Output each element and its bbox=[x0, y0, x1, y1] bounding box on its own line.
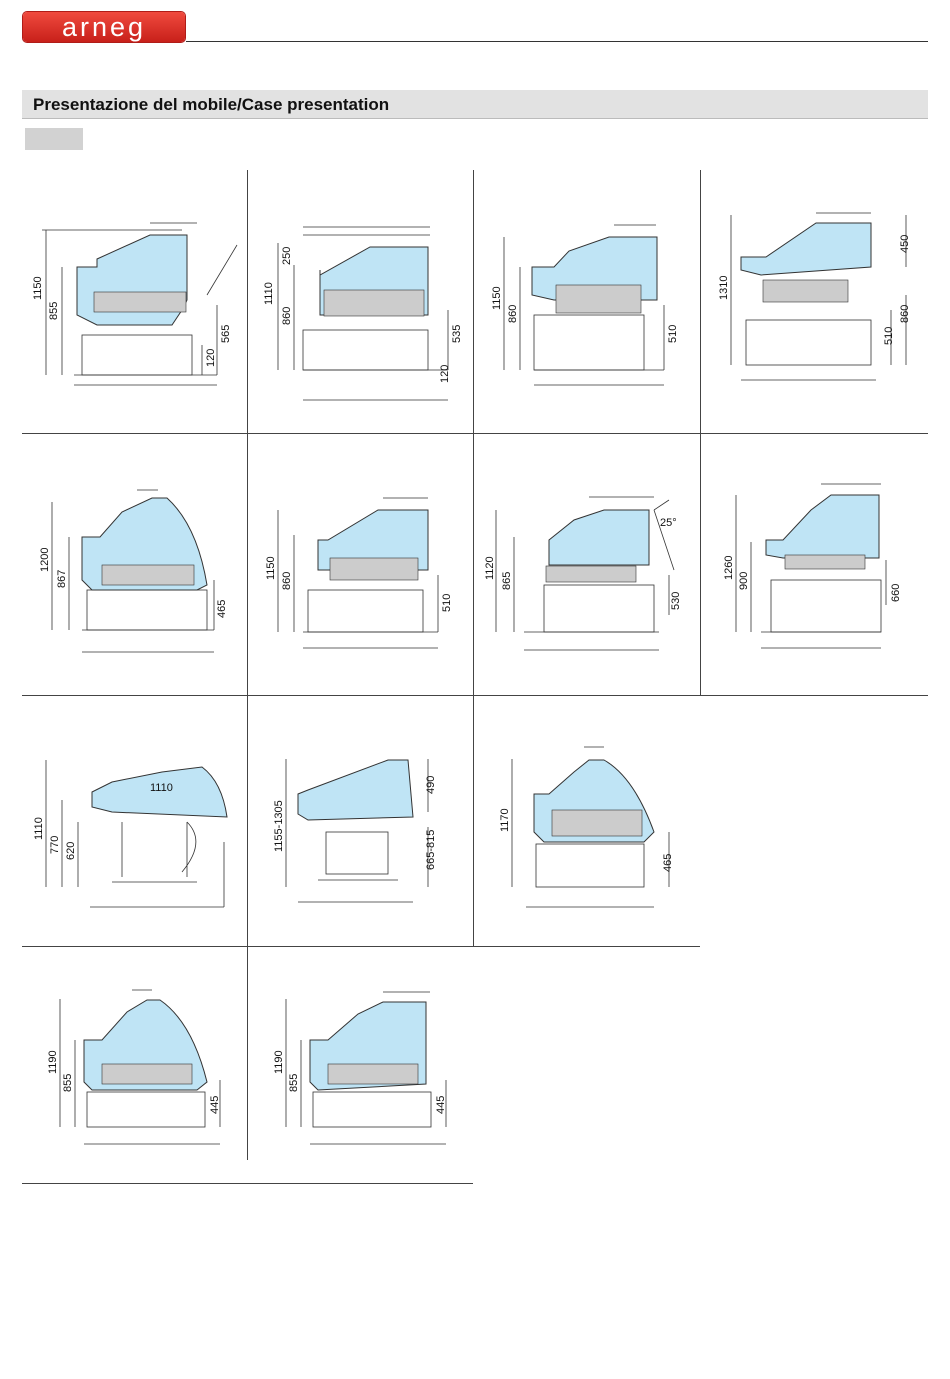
case-diagram-12: 1190 855 445 bbox=[22, 952, 247, 1182]
dim-label: 445 bbox=[435, 1096, 447, 1114]
case-diagram-10: 1155-1305 490 665-815 bbox=[248, 702, 473, 942]
section-tab bbox=[25, 128, 83, 150]
dim-label: 510 bbox=[667, 325, 679, 343]
dim-label: 1120 bbox=[484, 556, 496, 580]
dim-label: 1150 bbox=[265, 556, 277, 580]
case-diagram-11: 1170 465 bbox=[474, 702, 699, 942]
dim-label: 865 bbox=[501, 572, 513, 590]
case-diagram-4: 1310 450 510 860 bbox=[701, 175, 926, 430]
dim-label: 1155-1305 bbox=[273, 800, 285, 852]
dim-label: 855 bbox=[62, 1074, 74, 1092]
dim-label: 1110 bbox=[33, 817, 45, 840]
case-diagram-3: 1150 860 510 bbox=[474, 175, 699, 430]
arneg-logo: arneg bbox=[23, 12, 185, 42]
case-diagram-13: 1190 855 445 bbox=[248, 952, 473, 1182]
dim-label: 1260 bbox=[723, 556, 735, 580]
case-diagram-1: 1150 855 565 120 bbox=[22, 175, 247, 430]
dim-label: 25° bbox=[660, 517, 677, 529]
dim-label: 660 bbox=[890, 584, 902, 602]
dim-label: 867 bbox=[56, 570, 68, 588]
dim-label: 1190 bbox=[47, 1050, 59, 1074]
dim-label: 490 bbox=[425, 776, 437, 794]
dim-label: 860 bbox=[507, 305, 519, 323]
dim-label: 1310 bbox=[718, 276, 730, 300]
case-diagram-7: 1120 865 530 25° bbox=[474, 440, 699, 695]
dim-label: 1150 bbox=[491, 286, 503, 310]
dim-label: 445 bbox=[209, 1096, 221, 1114]
dim-label: 450 bbox=[899, 235, 911, 253]
case-diagram-9: 1110 770 620 1110 bbox=[22, 702, 247, 942]
grid-divider bbox=[22, 695, 928, 696]
logo-text: arneg bbox=[23, 12, 185, 42]
header-rule bbox=[186, 41, 928, 42]
dim-label: 465 bbox=[662, 854, 674, 872]
dim-label: 465 bbox=[216, 600, 228, 618]
dim-label: 860 bbox=[281, 307, 293, 325]
grid-divider bbox=[22, 946, 700, 947]
dim-label: 120 bbox=[439, 365, 451, 383]
case-diagram-8: 1260 900 660 bbox=[701, 440, 926, 695]
dim-label: 1150 bbox=[32, 276, 44, 300]
case-diagram-5: 1200 867 465 bbox=[22, 440, 247, 695]
grid-divider bbox=[22, 1183, 473, 1184]
dim-label: 855 bbox=[288, 1074, 300, 1092]
dim-label: 1110 bbox=[150, 782, 173, 794]
dim-label: 535 bbox=[451, 325, 463, 343]
dim-label: 620 bbox=[65, 842, 77, 860]
dim-label: 770 bbox=[49, 836, 61, 854]
dim-label: 1190 bbox=[273, 1050, 285, 1074]
grid-divider bbox=[22, 433, 928, 434]
dim-label: 855 bbox=[48, 302, 60, 320]
dim-label: 510 bbox=[883, 327, 895, 345]
section-title: Presentazione del mobile/Case presentati… bbox=[33, 95, 389, 115]
dim-label: 120 bbox=[205, 349, 217, 367]
dim-label: 900 bbox=[738, 572, 750, 590]
dim-label: 1110 bbox=[263, 282, 275, 305]
case-diagram-6: 1150 860 510 bbox=[248, 440, 473, 695]
dim-label: 565 bbox=[220, 325, 232, 343]
dim-label: 665-815 bbox=[425, 830, 437, 870]
dim-label: 1200 bbox=[39, 548, 51, 572]
case-diagram-2: 1110 860 250 535 120 bbox=[248, 175, 473, 430]
section-header: Presentazione del mobile/Case presentati… bbox=[22, 90, 928, 119]
dim-label: 860 bbox=[899, 305, 911, 323]
dim-label: 510 bbox=[441, 594, 453, 612]
dim-label: 860 bbox=[281, 572, 293, 590]
dim-label: 250 bbox=[281, 247, 293, 265]
dim-label: 1170 bbox=[499, 808, 511, 832]
dim-label: 530 bbox=[670, 592, 682, 610]
